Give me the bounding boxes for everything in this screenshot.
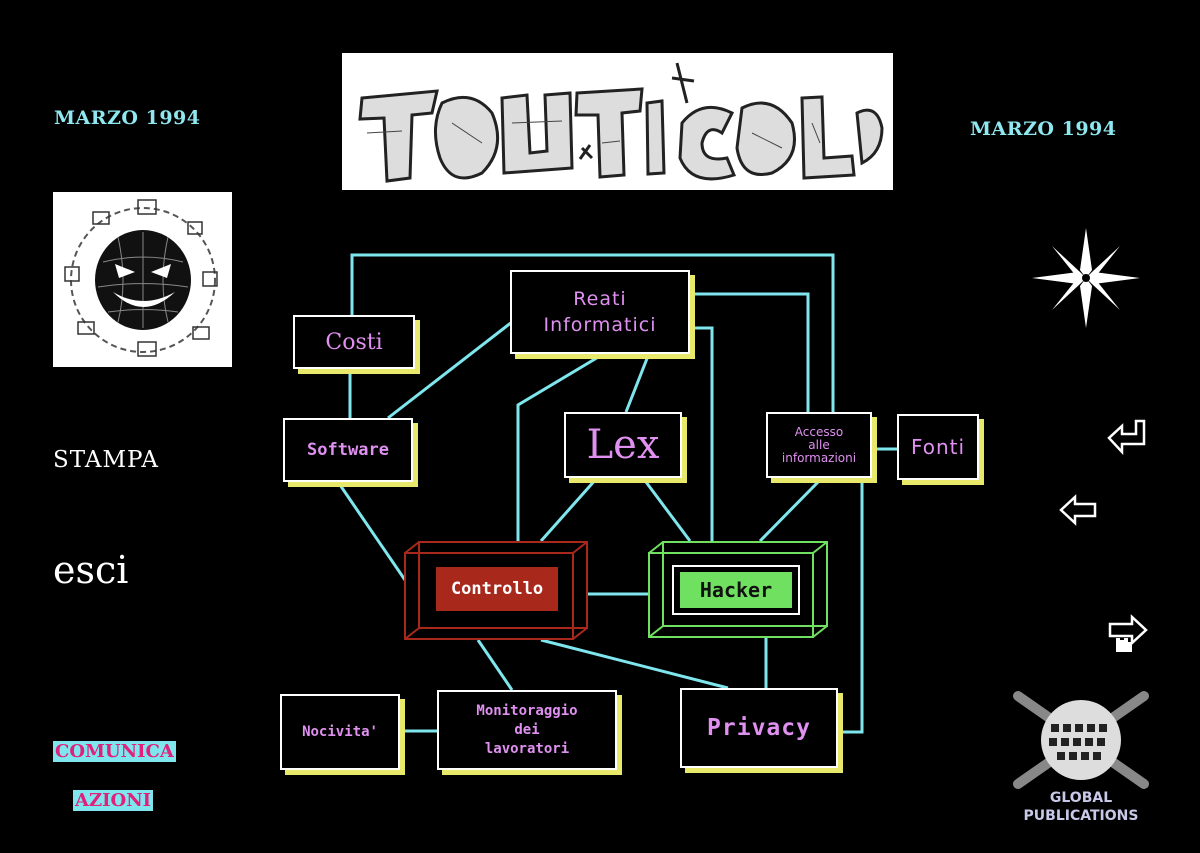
communicate-button[interactable]: COMUNICA <box>53 741 176 762</box>
node-monitoraggio-line1: Monitoraggio <box>476 702 578 719</box>
print-button[interactable]: STAMPA <box>53 447 159 473</box>
node-reati-line1: Reati <box>573 288 627 310</box>
exit-button[interactable]: esci <box>53 548 129 592</box>
node-fonti[interactable]: Fonti <box>897 414 979 480</box>
node-reati-line2: Informatici <box>543 314 657 336</box>
node-monitoraggio-line2: dei <box>514 721 540 738</box>
node-controllo[interactable]: Controllo <box>404 541 589 641</box>
node-hacker-label: Hacker <box>680 572 792 608</box>
node-accesso-line2: alle <box>808 437 830 452</box>
node-software[interactable]: Software <box>283 418 413 482</box>
node-fonti-label: Fonti <box>910 435 966 459</box>
node-hacker[interactable]: Hacker <box>648 541 830 639</box>
actions-button[interactable]: AZIONI <box>73 790 154 811</box>
node-controllo-label: Controllo <box>436 567 558 611</box>
node-accesso-informazioni[interactable]: Accesso alle informazioni <box>766 412 872 478</box>
node-reati-informatici[interactable]: Reati Informatici <box>510 270 690 354</box>
node-nocivita[interactable]: Nocivita' <box>280 694 400 770</box>
node-monitoraggio-lavoratori[interactable]: Monitoraggio dei lavoratori <box>437 690 617 770</box>
global-publications-line2: PUBLICATIONS <box>1023 808 1139 824</box>
world-face-logo <box>53 192 232 367</box>
banner-logo <box>342 53 893 190</box>
node-monitoraggio-line3: lavoratori <box>484 740 570 757</box>
node-costi-label: Costi <box>325 329 383 355</box>
forward-hand-icon[interactable] <box>1106 612 1150 656</box>
node-costi[interactable]: Costi <box>293 315 415 369</box>
node-lex-label: Lex <box>586 422 660 468</box>
date-right: MARZO 1994 <box>970 118 1117 140</box>
node-nocivita-label: Nocivita' <box>302 724 378 740</box>
node-software-label: Software <box>307 440 389 460</box>
node-accesso-line1: Accesso <box>794 424 844 439</box>
return-icon[interactable] <box>1106 418 1148 456</box>
node-lex[interactable]: Lex <box>564 412 682 478</box>
back-arrow-icon[interactable] <box>1058 494 1098 526</box>
global-publications-logo: GLOBAL PUBLICATIONS <box>1004 686 1158 828</box>
node-accesso-line3: informazioni <box>781 450 857 465</box>
date-left: MARZO 1994 <box>54 107 201 129</box>
node-privacy[interactable]: Privacy <box>680 688 838 768</box>
global-publications-line1: GLOBAL <box>1049 790 1113 806</box>
node-privacy-label: Privacy <box>707 715 811 741</box>
compass-icon[interactable] <box>1030 226 1142 330</box>
